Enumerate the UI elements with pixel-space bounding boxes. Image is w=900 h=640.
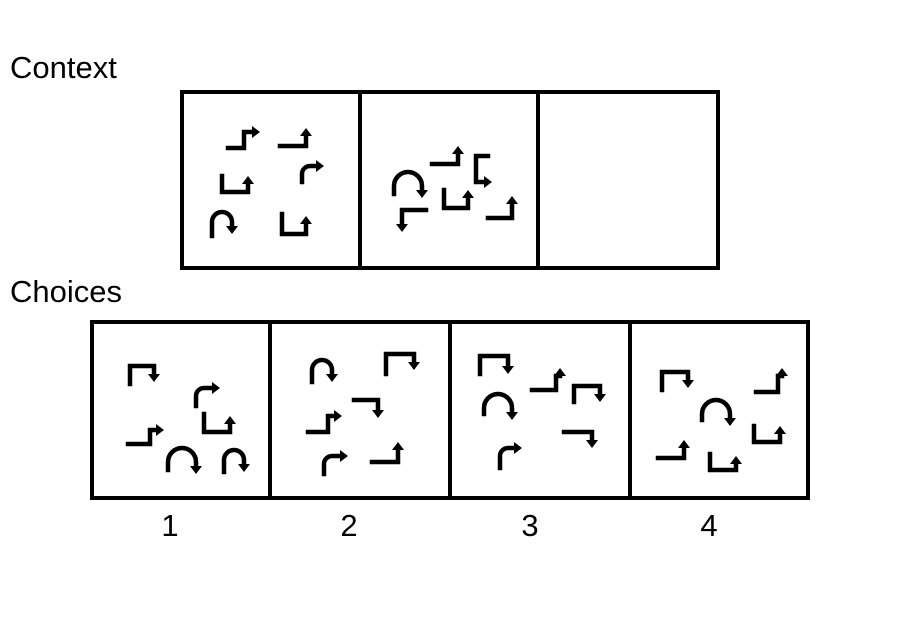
u-turn-down-arrow-icon	[209, 209, 238, 239]
up-hook-arrow-icon	[201, 411, 236, 435]
u-turn-down-arrow-icon	[221, 447, 250, 475]
right-turn-arrow-icon	[497, 442, 522, 471]
elbow-up-arrow-icon	[277, 128, 312, 149]
u-turn-down-arrow-icon	[699, 397, 736, 426]
up-hook-arrow-icon	[751, 423, 786, 445]
context-heading: Context	[10, 50, 117, 85]
context-panel-2	[358, 90, 540, 270]
down-hook-arrow-icon	[383, 351, 420, 377]
u-turn-down-arrow-icon	[391, 169, 428, 198]
choice-label-4: 4	[700, 508, 718, 543]
up-left-jog-arrow-icon	[125, 424, 164, 447]
elbow-up-arrow-icon	[655, 440, 690, 461]
up-hook-arrow-icon	[219, 173, 254, 195]
right-turn-arrow-icon	[321, 450, 348, 477]
u-turn-down-arrow-icon	[481, 391, 518, 420]
choices-heading: Choices	[10, 274, 122, 309]
down-hook-arrow-icon	[571, 383, 606, 405]
up-left-jog-arrow-icon	[753, 368, 788, 395]
elbow-up-arrow-icon	[369, 442, 404, 465]
down-left-jog-arrow-icon	[396, 207, 429, 232]
choice-panel-2[interactable]	[268, 320, 452, 500]
right-turn-arrow-icon	[299, 160, 324, 185]
up-hook-arrow-icon	[279, 211, 312, 237]
right-hook-arrow-icon	[473, 153, 492, 188]
up-left-jog-arrow-icon	[305, 410, 342, 435]
up-left-jog-arrow-icon	[485, 196, 518, 221]
up-hook-arrow-icon	[707, 451, 742, 473]
context-panel-1	[180, 90, 362, 270]
up-left-jog-arrow-icon	[225, 126, 260, 151]
right-turn-arrow-icon	[193, 382, 220, 409]
choice-panel-1[interactable]	[90, 320, 272, 500]
choice-label-1: 1	[161, 508, 179, 543]
down-hook-arrow-icon	[477, 353, 514, 377]
context-panel-3-empty	[536, 90, 720, 270]
choice-label-2: 2	[340, 508, 358, 543]
down-hook-arrow-icon	[659, 369, 694, 393]
elbow-down-arrow-icon	[561, 429, 598, 448]
up-hook-arrow-icon	[441, 187, 474, 211]
down-hook-arrow-icon	[127, 363, 160, 387]
up-left-jog-arrow-icon	[529, 368, 566, 393]
u-turn-down-arrow-icon	[309, 357, 338, 385]
choice-label-3: 3	[521, 508, 539, 543]
choice-panel-3[interactable]	[448, 320, 632, 500]
u-turn-down-arrow-icon	[165, 445, 202, 474]
choice-panel-4[interactable]	[628, 320, 810, 500]
elbow-up-arrow-icon	[429, 146, 464, 167]
elbow-down-arrow-icon	[351, 397, 384, 418]
